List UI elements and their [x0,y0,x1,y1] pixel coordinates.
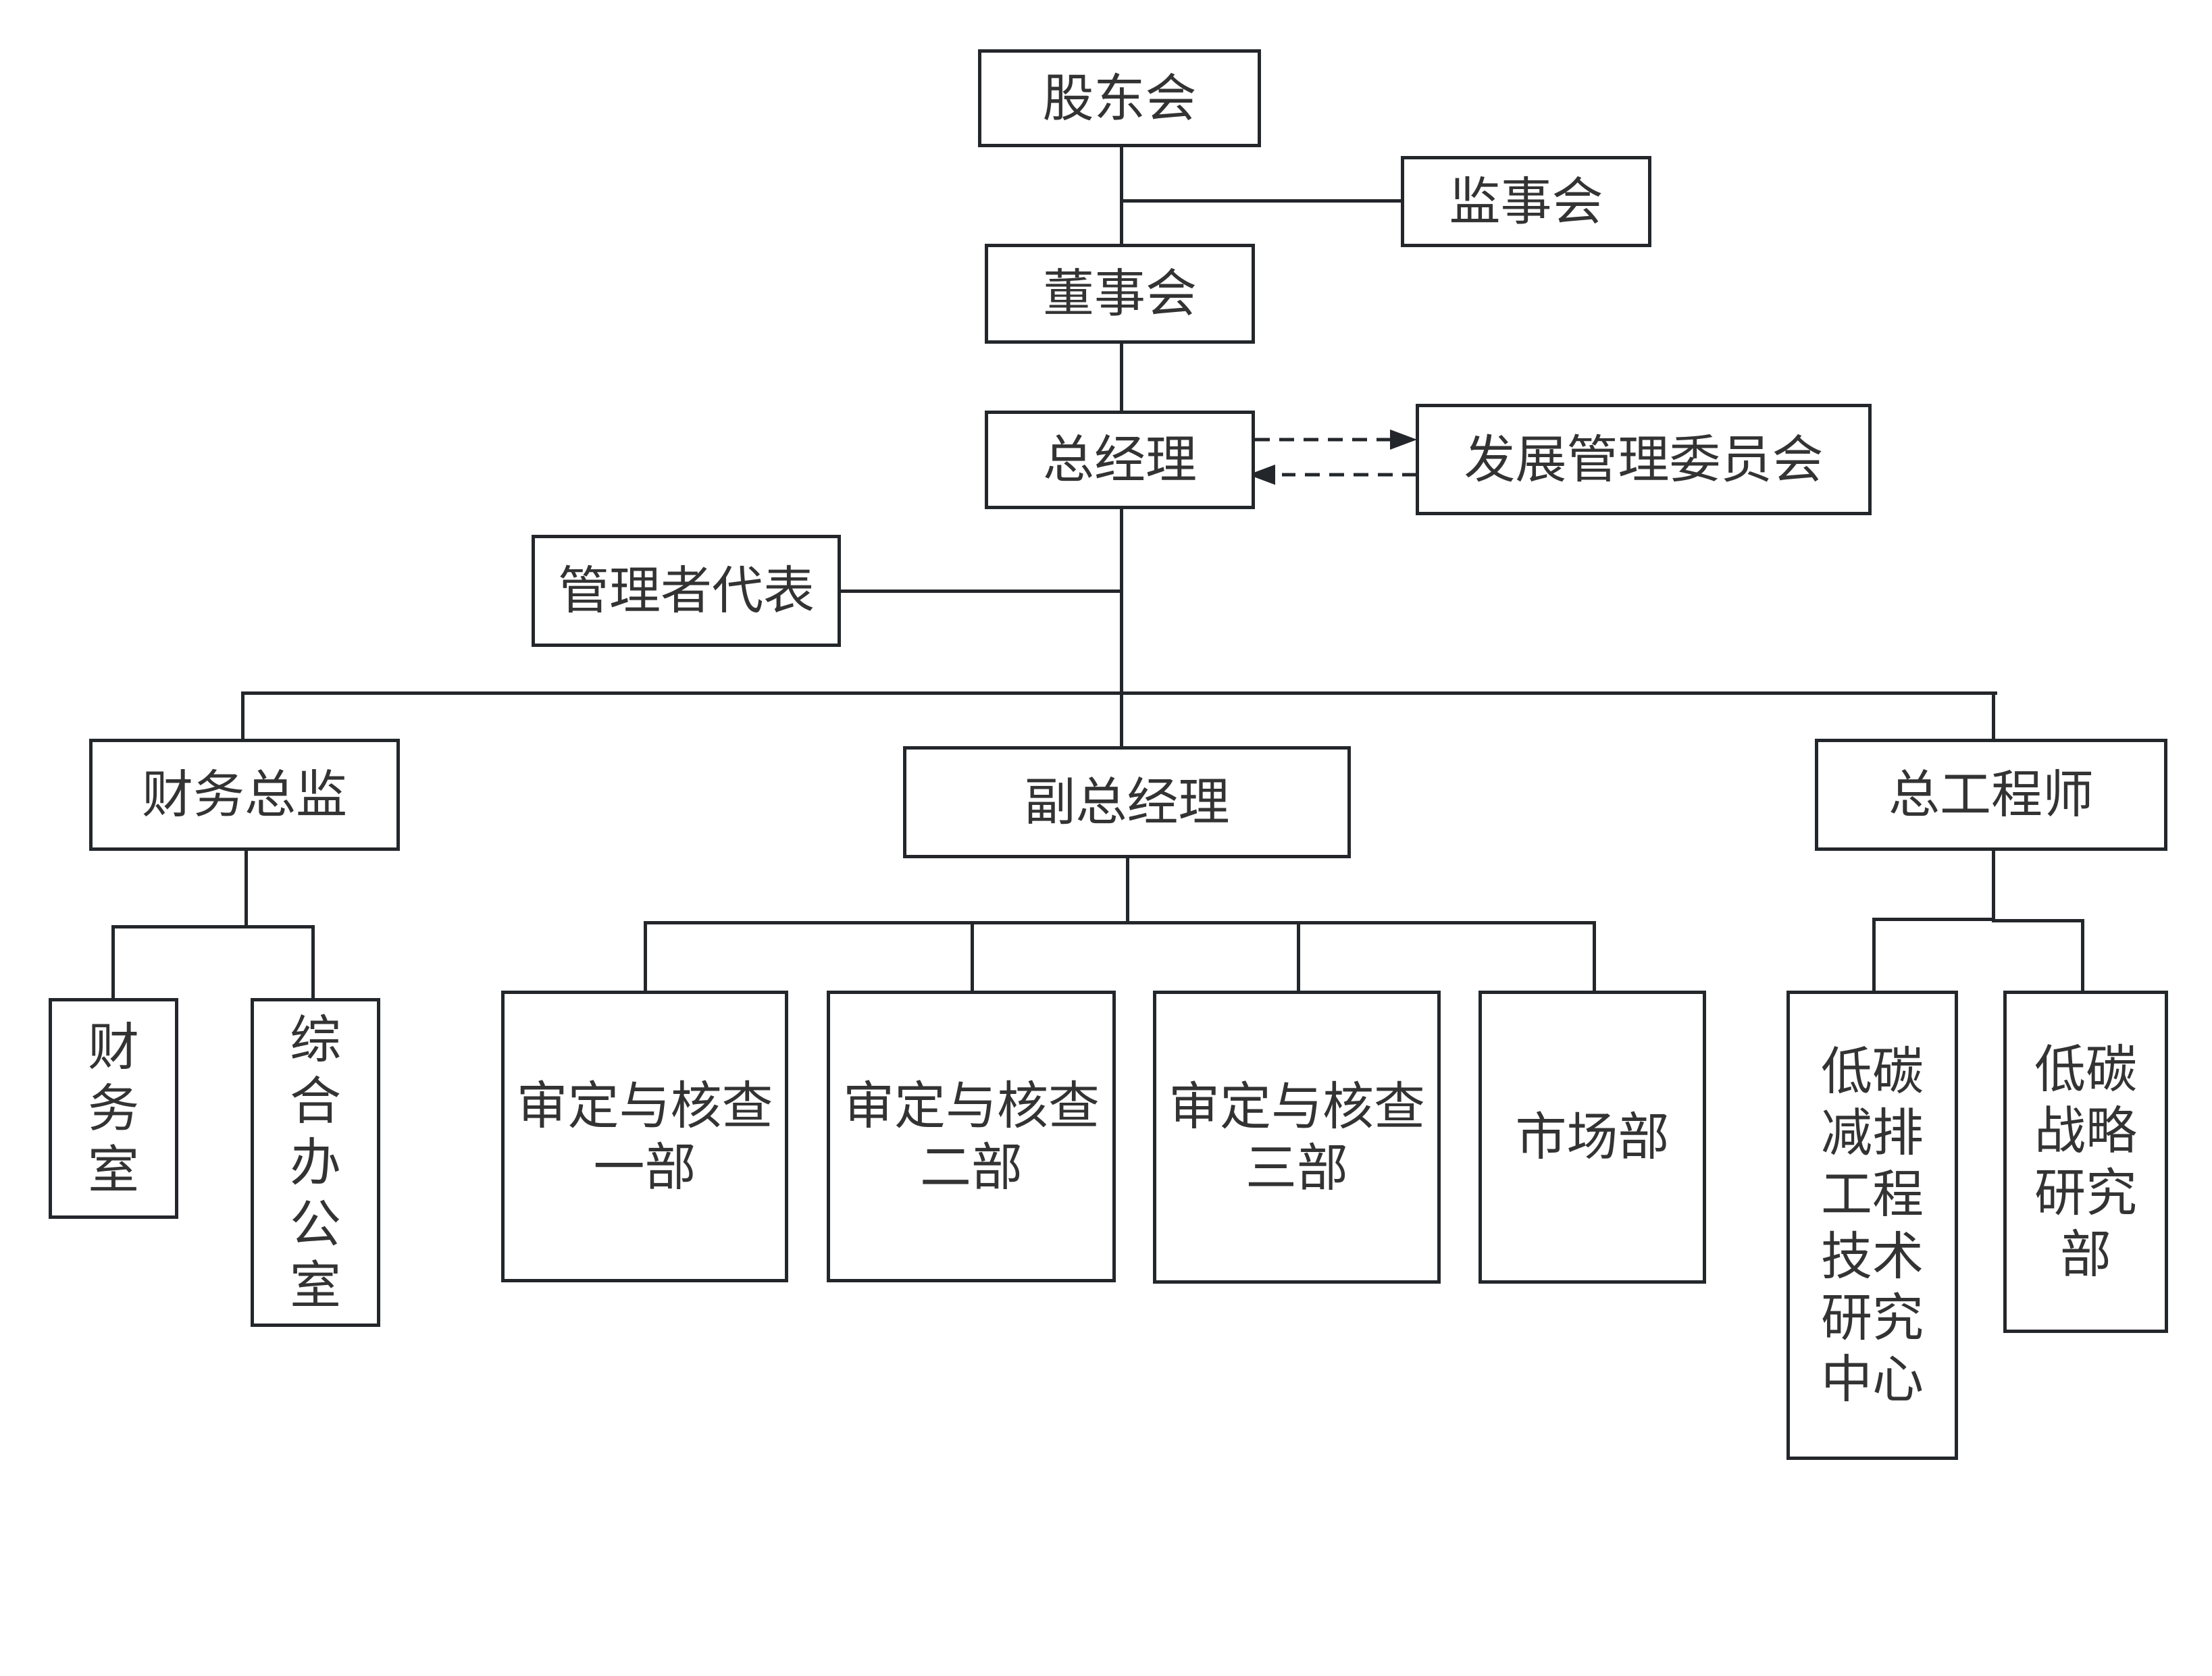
connector-line [111,925,115,1000]
connector-line [1992,919,2084,922]
node-label: 发展管理委员会 [1464,429,1824,490]
node-cfo[interactable]: 财务总监 [89,739,400,851]
connector-line [1120,145,1123,244]
node-management-representative[interactable]: 管理者代表 [532,535,841,647]
node-label: 董事会 [1043,263,1197,324]
connector-line [1992,851,1995,921]
connector-line [1872,918,1995,921]
connector-line [245,851,248,925]
node-supervisors[interactable]: 监事会 [1401,156,1651,247]
connector-line [1872,918,1876,995]
node-label: 股东会 [1042,68,1197,128]
connector-line [1120,507,1123,749]
connector-line [1120,342,1123,412]
connector-line [311,925,315,1000]
node-label: 副总经理 [1024,772,1230,833]
node-label: 审定与核查 三部 [1168,1076,1425,1198]
arrowhead-left [1248,465,1275,485]
node-market-dept[interactable]: 市场部 [1478,991,1706,1284]
connector-line [644,921,647,995]
node-general-office[interactable]: 综 合 办 公 室 [251,998,380,1327]
node-label: 审定与核查 一部 [516,1075,773,1197]
node-label: 财务总监 [142,764,347,825]
node-audit-dept-2[interactable]: 审定与核查 二部 [827,991,1116,1282]
node-label: 低碳 减排 工程 技术 研究 中心 [1821,1041,1924,1409]
node-lowcarbon-strategy-dept[interactable]: 低碳 战略 研究 部 [2003,991,2168,1333]
node-label: 管理者代表 [558,560,815,621]
node-label: 总经理 [1043,429,1197,490]
node-lowcarbon-research-center[interactable]: 低碳 减排 工程 技术 研究 中心 [1786,991,1958,1460]
node-label: 总工程师 [1888,764,2094,825]
node-chief-engineer[interactable]: 总工程师 [1815,739,2167,851]
connector-line [241,691,245,741]
node-label: 低碳 战略 研究 部 [2034,1039,2137,1284]
connector-line [644,921,1596,924]
arrowhead-right [1390,429,1417,450]
node-audit-dept-3[interactable]: 审定与核查 三部 [1153,991,1441,1284]
connector-line [971,921,974,995]
connector-line [241,691,1997,695]
connector-line [1297,921,1300,995]
connector-line [1126,858,1129,924]
node-label: 监事会 [1449,171,1603,232]
node-label: 综 合 办 公 室 [290,1009,341,1316]
connector-line [1992,691,1995,741]
connector-line [1120,199,1404,203]
connector-line [111,925,315,928]
connector-line [840,590,1123,593]
node-general-manager[interactable]: 总经理 [985,411,1255,509]
node-development-committee[interactable]: 发展管理委员会 [1416,404,1872,515]
node-label: 财 务 室 [88,1016,139,1201]
node-board[interactable]: 董事会 [985,244,1255,344]
node-deputy-general-manager[interactable]: 副总经理 [903,746,1351,858]
node-shareholders[interactable]: 股东会 [978,49,1261,147]
node-label: 市场部 [1515,1107,1670,1168]
node-finance-office[interactable]: 财 务 室 [49,998,178,1219]
node-label: 审定与核查 二部 [843,1075,1100,1197]
node-audit-dept-1[interactable]: 审定与核查 一部 [501,991,788,1282]
connector-line [1593,921,1596,995]
connector-line [2081,919,2084,995]
